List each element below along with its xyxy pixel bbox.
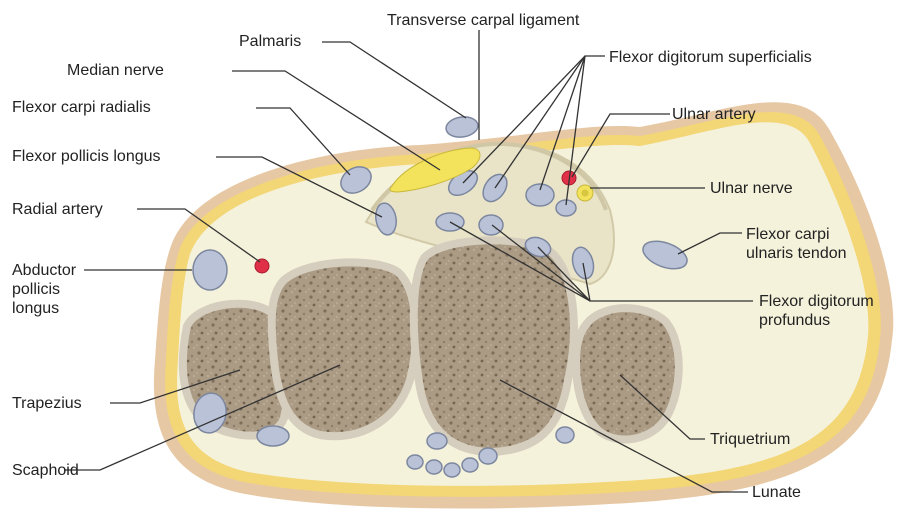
label-ulnar-artery: Ulnar artery: [672, 105, 756, 124]
label-transverse-carpal-ligament: Transverse carpal ligament: [387, 11, 579, 30]
tendon-22: [556, 427, 574, 443]
label-flexor-carpi-ulnaris-tendon-line-2: ulnaris tendon: [746, 244, 847, 263]
label-flexor-digitorum-profundus-line-2: profundus: [759, 311, 874, 330]
tendon-17: [407, 455, 423, 469]
tendon-9: [479, 215, 503, 235]
lunate-bone: [414, 240, 574, 452]
tendon-1: [445, 115, 479, 139]
label-triquetrium: Triquetrium: [710, 430, 790, 449]
tendon-18: [426, 460, 442, 474]
label-flexor-carpi-radialis: Flexor carpi radialis: [12, 98, 151, 117]
label-flexor-pollicis-longus: Flexor pollicis longus: [12, 147, 161, 166]
label-abductor-pollicis-longus-line-2: pollicis: [12, 280, 76, 299]
label-flexor-carpi-ulnaris-tendon: Flexor carpi ulnaris tendon: [746, 225, 847, 263]
label-abductor-pollicis-longus: Abductor pollicis longus: [12, 261, 76, 318]
label-radial-artery: Radial artery: [12, 200, 103, 219]
label-scaphoid: Scaphoid: [12, 461, 79, 480]
label-flexor-digitorum-superficialis: Flexor digitorum superficialis: [609, 48, 812, 67]
tendon-6: [526, 184, 554, 206]
label-lunate: Lunate: [752, 483, 801, 502]
radial-artery-shape: [255, 259, 269, 273]
tendon-21: [479, 448, 497, 464]
scaphoid-bone: [272, 262, 416, 436]
label-flexor-digitorum-profundus-line-1: Flexor digitorum: [759, 292, 874, 311]
label-abductor-pollicis-longus-line-3: longus: [12, 299, 76, 318]
label-abductor-pollicis-longus-line-1: Abductor: [12, 261, 76, 280]
label-median-nerve: Median nerve: [67, 61, 164, 80]
tendon-16: [427, 433, 447, 449]
tendon-20: [462, 458, 478, 472]
tendon-12: [193, 250, 227, 290]
label-palmaris: Palmaris: [239, 32, 301, 51]
ulnar-nerve-core: [582, 190, 589, 197]
tendon-19: [444, 463, 460, 477]
triquetrum-bone: [576, 308, 679, 439]
tendon-15: [257, 426, 289, 446]
label-trapezius: Trapezius: [12, 394, 82, 413]
label-flexor-digitorum-profundus: Flexor digitorum profundus: [759, 292, 874, 330]
leader-line-1: [322, 42, 466, 118]
label-ulnar-nerve: Ulnar nerve: [710, 179, 793, 198]
label-flexor-carpi-ulnaris-tendon-line-1: Flexor carpi: [746, 225, 847, 244]
